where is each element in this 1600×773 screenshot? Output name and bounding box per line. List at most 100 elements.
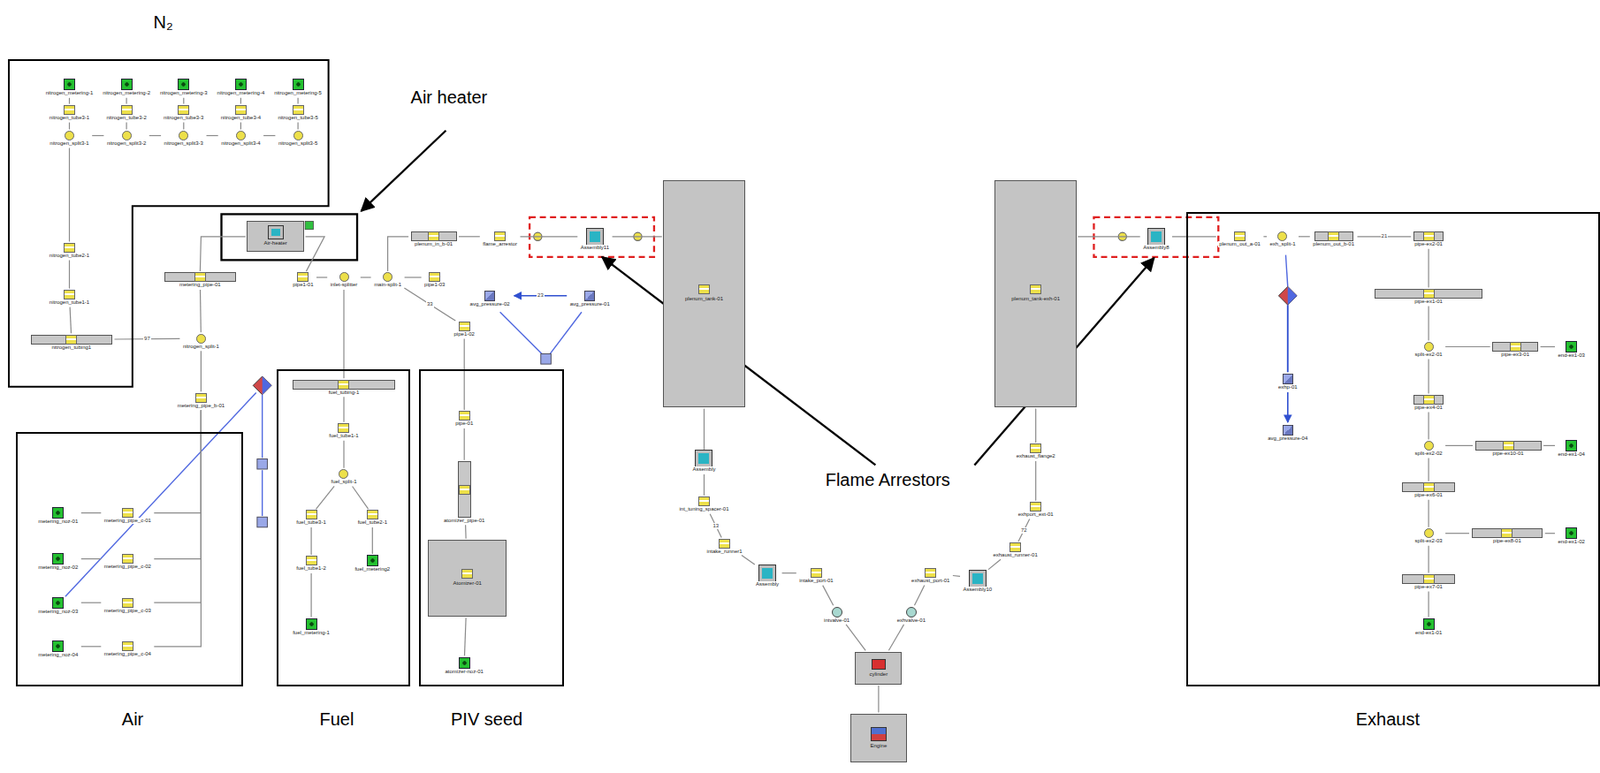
component-label: fuel_tubing-1 [327, 389, 361, 397]
flow-connector [316, 276, 328, 278]
component-icon [698, 284, 710, 295]
pipe-node: pipe-ex2-01 [1412, 231, 1446, 248]
component-label: main-split-1 [373, 281, 403, 289]
assembly-node: Assembly [690, 450, 717, 473]
pipe-bar [1374, 289, 1482, 299]
component-label: split-ex2-02 [1414, 450, 1444, 458]
flow-connector [315, 486, 335, 510]
component-label: exhaust_flange2 [1015, 453, 1057, 460]
component-icon [194, 272, 206, 282]
flow-connector [149, 135, 161, 137]
flow-connector [81, 512, 102, 514]
component-label: Assembly [754, 581, 780, 588]
component-label: nitrogen_tube3-4 [220, 114, 262, 122]
flow-connector [914, 586, 925, 607]
component-box: plenum_tank-exh-01 [994, 180, 1076, 408]
component-label: split-ex2-01 [1414, 351, 1444, 359]
flow-connector [782, 572, 797, 574]
component-label: plenum_out_b-01 [1311, 241, 1356, 248]
flow-connector [372, 527, 374, 555]
split-node: nitrogen_split3-2 [105, 130, 148, 147]
flow-connector [182, 122, 184, 130]
flow-connector [1427, 546, 1429, 574]
pipe-node: metering_pipe-01 [163, 272, 237, 289]
sensor-diamond [262, 376, 272, 396]
flow-connector [1445, 346, 1491, 348]
flow-connector [126, 98, 128, 105]
component-icon [337, 423, 350, 434]
pipe-node: pipe-ex4-01 [1412, 395, 1446, 412]
component-icon [63, 243, 76, 253]
component-box: plenum_tank-01 [662, 180, 745, 408]
component-label: nitrogen_metering-3 [159, 90, 209, 97]
component-icon [339, 272, 350, 282]
component-label: atomizer_pipe-01 [442, 518, 486, 525]
component-icon [427, 231, 440, 242]
component-icon [65, 335, 77, 345]
component-icon [810, 568, 823, 579]
component-icon [52, 507, 64, 519]
component-box: Atomizer-01 [427, 540, 507, 618]
component-label: plenum_in_b-01 [413, 241, 454, 248]
pipe-node: metering_pipe_c-03 [102, 598, 153, 615]
flow-connector [81, 602, 102, 604]
pipe-node: fuel_tube3-1 [294, 510, 328, 526]
component-label: pipe-ex6-01 [1413, 492, 1444, 499]
flow-connector [1543, 445, 1555, 447]
flow-connector [263, 135, 275, 137]
pipe-node: exhaust_flange2 [1014, 443, 1058, 460]
component-icon [52, 640, 64, 653]
boundary-node: end-ex1-01 [1413, 618, 1444, 637]
flow-connector [305, 236, 326, 272]
component-label: nitrogen_split3-5 [277, 140, 319, 147]
component-icon [969, 571, 986, 587]
component-label: atomizer-noz-01 [444, 669, 485, 676]
component-label: pipe-ex3-01 [1500, 351, 1531, 359]
component-label: nitrogen_split-1 [182, 343, 221, 351]
pipe-node: nitrogen_tube3-3 [161, 105, 206, 122]
group-heading: PIV seed [450, 708, 523, 731]
split-node: nitrogen_split3-5 [276, 130, 320, 147]
flow-connector [240, 122, 242, 130]
pipe-bar [292, 380, 395, 390]
flow-connector [1035, 461, 1037, 502]
component-icon [1509, 342, 1522, 352]
component-label: fuel_split-1 [329, 479, 358, 486]
component-label: fuel_tube2-1 [357, 519, 389, 526]
flow-connector [703, 409, 705, 450]
boundary-node: fuel_metering2 [352, 555, 392, 573]
component-label: nitrogen_split3-2 [106, 140, 147, 147]
flow-connector [388, 236, 410, 272]
callout-label: Air heater [408, 86, 490, 108]
component-label: flame_arrestor [481, 241, 519, 248]
flow-connector [68, 260, 70, 290]
flow-connector [703, 474, 705, 496]
pipe-bar [1314, 231, 1354, 242]
component-label: pipe1-03 [423, 281, 446, 289]
flow-connector [458, 236, 480, 237]
boundary-node: fuel_metering-1 [290, 618, 332, 637]
component-icon [236, 130, 246, 141]
component-label: avg_pressure-01 [569, 301, 611, 308]
component-label: nitrogen_metering-1 [45, 90, 95, 97]
component-icon [297, 272, 309, 282]
pipe-node: fuel_tube1-2 [294, 556, 328, 572]
pipe-node: int_tuning_spacer-01 [677, 496, 731, 513]
component-icon [305, 510, 318, 520]
component-label: fuel_metering2 [353, 566, 391, 573]
callout-label: Flame Arrestors [825, 469, 951, 491]
component-icon [458, 657, 471, 670]
component-icon [870, 727, 887, 742]
component-icon [1565, 341, 1578, 353]
flow-connector [709, 514, 722, 539]
component-icon [196, 334, 206, 344]
boundary-node: atomizer-noz-01 [443, 657, 486, 676]
component-icon [121, 641, 134, 652]
component-icon [1282, 373, 1294, 385]
group-heading: Fuel [319, 708, 354, 731]
flow-connector [464, 525, 467, 539]
group-heading: Air [121, 708, 144, 731]
pipe-bar [411, 231, 458, 242]
component-icon [1423, 574, 1435, 585]
component-label: nitrogen_tube2-1 [48, 252, 91, 260]
